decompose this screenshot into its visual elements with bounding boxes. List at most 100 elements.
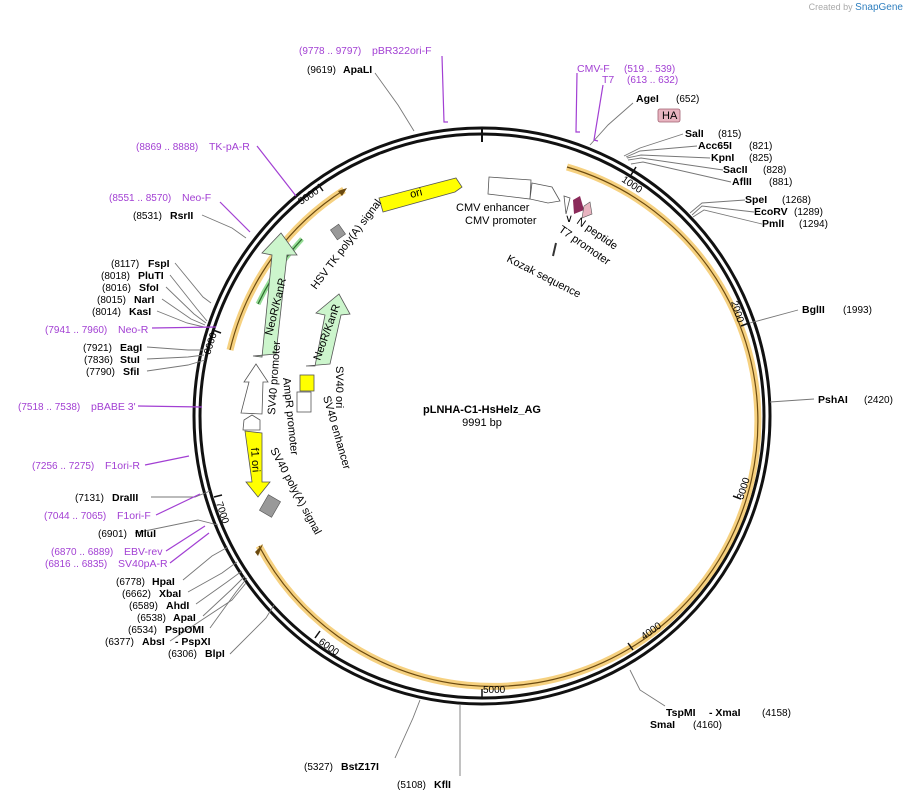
tick-9000: 5000 <box>297 186 322 208</box>
primer-pbr322ori-name: pBR322ori-F <box>372 45 432 57</box>
primer-f1orif-name: F1ori-F <box>117 510 151 522</box>
primer-t7-name: T7 <box>602 74 614 86</box>
feature-ampr-promoter: AmpR promoter <box>280 377 300 456</box>
leader-absi <box>169 582 247 642</box>
ha-badge <box>657 108 681 123</box>
feature-ha: HA <box>662 110 678 122</box>
feature-ori-label: ori <box>409 186 424 201</box>
primer-f1orif-range: (7044 .. 7065) <box>44 511 106 522</box>
gene-arc-main-core <box>258 166 759 688</box>
tick-7000-mark <box>213 494 223 498</box>
tick-9000-mark <box>317 183 324 192</box>
primer-pbr322ori-range: (9778 .. 9797) <box>299 46 361 57</box>
primer-mark-pbr322ori <box>441 55 448 123</box>
site-sfii-pos: (7790) <box>86 367 115 378</box>
leader-mlui <box>134 519 219 534</box>
site-tspmi-name: TspMI <box>666 707 696 719</box>
sv40-ori-box <box>299 374 315 392</box>
leader-kpni <box>626 154 711 159</box>
site-xbai-name: XbaI <box>159 588 181 600</box>
leader-acc65i <box>625 145 698 158</box>
site-rsrii-pos: (8531) <box>133 211 162 222</box>
primer-cmvf-range: (519 .. 539) <box>624 64 675 75</box>
primer-ebvrev-name: EBV-rev <box>124 546 163 558</box>
f1-ori-arrow <box>244 430 271 498</box>
tick-2000-mark <box>740 322 750 327</box>
site-kfli-name: KflI <box>434 779 451 791</box>
site-acc65i-name: Acc65I <box>698 140 732 152</box>
primer-sv40pa-range: (6816 .. 6835) <box>45 559 107 570</box>
site-rsrii-name: RsrII <box>170 210 193 222</box>
feature-kozak: Kozak sequence <box>505 253 583 301</box>
primer-sv40pa-name: SV40pA-R <box>118 558 168 570</box>
hsv-tk-polya-box <box>330 223 346 241</box>
site-sacii-name: SacII <box>723 164 748 176</box>
primer-t7-range: (613 .. 632) <box>627 75 678 86</box>
snapgene-logo: SnapGene <box>855 2 903 13</box>
leader-bstz17i <box>394 699 421 759</box>
feature-sv40-ori: SV40 ori <box>333 366 345 408</box>
site-hpai-pos: (6778) <box>116 577 145 588</box>
site-aflii-pos: (881) <box>769 177 792 188</box>
n-peptide-marker <box>573 196 584 214</box>
site-apali-name: ApaLI <box>343 64 372 76</box>
site-pmli-pos: (1294) <box>799 219 828 230</box>
site-fspi-pos: (8117) <box>111 259 139 270</box>
leader-sali <box>623 133 684 157</box>
primer-mark-neor <box>151 326 217 329</box>
site-sacii-pos: (828) <box>763 165 786 176</box>
site-eagi-name: EagI <box>120 342 142 354</box>
site-acc65i-pos: (821) <box>749 141 772 152</box>
site-bglii-name: BglII <box>802 304 825 316</box>
leader-sfii <box>146 359 206 372</box>
leader-rsrii <box>201 214 247 239</box>
cmv-enhancer-arrow <box>487 176 532 200</box>
site-ecorv-pos: (1289) <box>794 207 823 218</box>
tick-8000-mark <box>212 329 222 334</box>
site-sfoi-name: SfoI <box>139 282 159 294</box>
site-absi-pos: (6377) <box>105 637 134 648</box>
primer-mark-f1orir <box>144 455 190 466</box>
primer-neof-range: (8551 .. 8570) <box>109 193 171 204</box>
site-hpai-name: HpaI <box>152 576 175 588</box>
leader-apai <box>202 575 246 617</box>
primer-mark-cmvf <box>575 72 580 133</box>
leader-pmli <box>692 209 763 225</box>
feature-sv40-polya: SV40 poly(A) signal <box>267 446 323 537</box>
site-pspomi-pos: (6534) <box>128 625 157 636</box>
site-pspxi-name: - PspXI <box>175 636 211 648</box>
gene-arc-upper-left-arrowhead <box>338 188 347 196</box>
site-pspomi-name: PspOMI <box>165 624 204 636</box>
leader-aflii <box>630 161 732 183</box>
cmv-promoter-arrow <box>529 182 561 204</box>
leader-tspmi <box>629 669 666 707</box>
primer-pbabe-range: (7518 .. 7538) <box>18 402 80 413</box>
site-sali-pos: (815) <box>718 129 741 140</box>
tick-5000: 5000 <box>483 685 506 696</box>
leader-pspomi <box>209 577 248 629</box>
leader-spei <box>689 199 746 214</box>
site-spei-pos: (1268) <box>782 195 811 206</box>
site-pluti-pos: (8018) <box>101 271 130 282</box>
site-draiii-pos: (7131) <box>75 493 104 504</box>
site-ahdi-name: AhdI <box>166 600 189 612</box>
leader-ahdi <box>195 570 243 605</box>
t7-promoter-marker <box>581 201 593 219</box>
site-pshai-pos: (2420) <box>864 395 893 406</box>
site-sfii-name: SfiI <box>123 366 139 378</box>
leader-ecorv <box>691 205 755 216</box>
primer-pbabe-name: pBABE 3' <box>91 401 136 413</box>
site-stui-name: StuI <box>120 354 140 366</box>
leader-bglii <box>749 309 799 324</box>
site-agei-name: AgeI <box>636 93 659 105</box>
primer-neor-range: (7941 .. 7960) <box>45 325 107 336</box>
neokanr-outer-arrow <box>252 232 298 358</box>
leader-blpi <box>229 604 275 655</box>
site-stui-pos: (7836) <box>84 355 113 366</box>
site-smai-name: SmaI <box>650 719 675 731</box>
site-ahdi-pos: (6589) <box>129 601 158 612</box>
tick-3000-mark <box>732 495 742 500</box>
site-fspi-name: FspI <box>148 258 170 270</box>
sv40-polya-box <box>259 494 281 518</box>
